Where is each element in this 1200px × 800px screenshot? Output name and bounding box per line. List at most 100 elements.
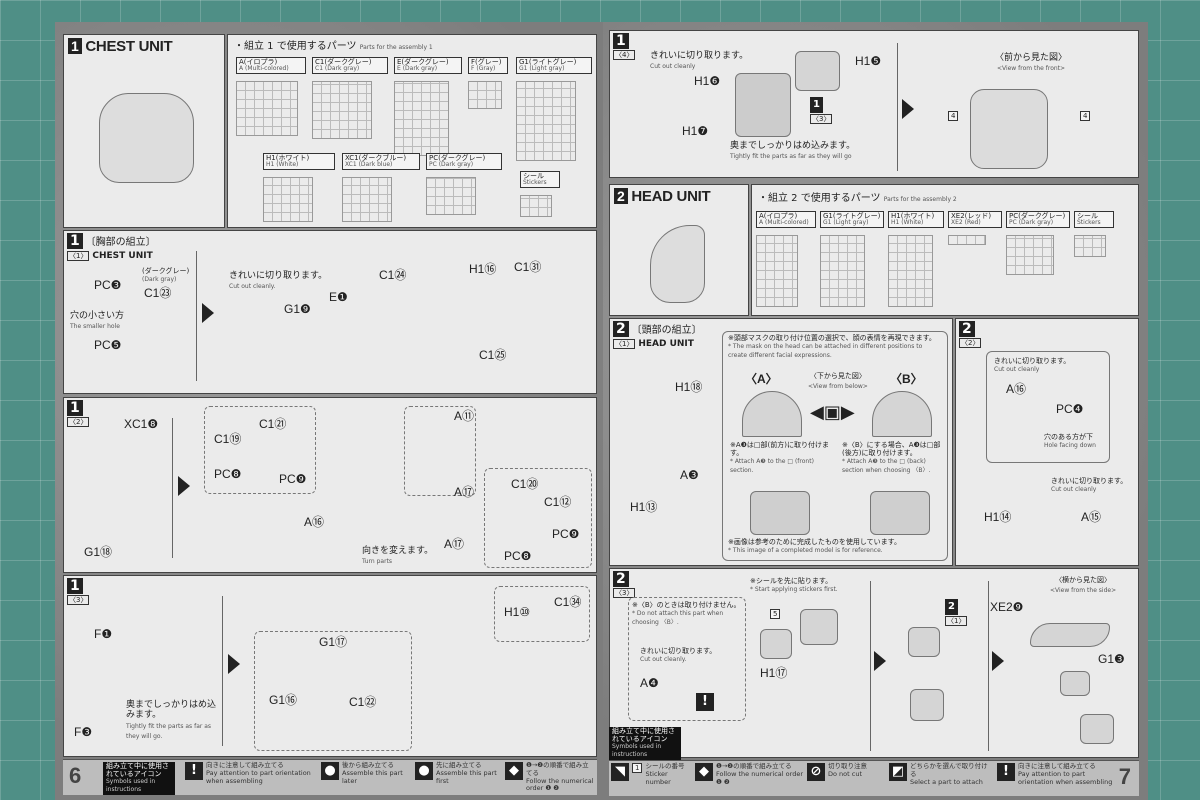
sticker-number: 1 — [632, 763, 643, 774]
legend-text-en: Pay attention to part orientation when a… — [206, 768, 311, 785]
substep: 〈3〉 — [67, 595, 90, 606]
legend-text-jp: 先に組み立てる — [436, 761, 482, 769]
ref-step: 2 — [945, 599, 958, 615]
chest-unit-illustration — [99, 93, 194, 183]
part-label: H1⑭ — [984, 510, 1012, 524]
part-label: C1㉔ — [379, 268, 407, 282]
step-2-3-panel: 2〈3〉 ※〈B〉のときは取り付けません。* Do not attach thi… — [609, 568, 1139, 758]
next-arrow-icon — [202, 303, 214, 323]
antenna-part — [1030, 623, 1110, 647]
part-illustration — [1060, 671, 1090, 696]
runner-label: H1(ホワイト)H1 (White) — [888, 211, 944, 228]
part-label: H1⑯ — [469, 262, 497, 276]
subassembly-box — [484, 468, 592, 568]
expression-option-box — [722, 331, 948, 561]
legend-text-jp: 切り取り注意 — [828, 762, 867, 770]
runner-name-en: Stickers — [1077, 219, 1101, 227]
legend-text-jp: どちらかを選んで取り付ける — [910, 762, 988, 778]
cut-note: きれいに切り取ります。Cut out cleanly — [1051, 477, 1128, 494]
chest-parts-box: ・組立 1 で使用するパーツ Parts for the assembly 1 … — [227, 34, 597, 228]
part-illustration — [800, 609, 838, 645]
runner-name-en: PC (Dark gray) — [429, 161, 474, 169]
ref-substep: 〈3〉 — [810, 114, 833, 125]
runner-sprue — [756, 235, 798, 307]
step-number: 1 — [67, 400, 83, 416]
part-label: C1㉛ — [514, 260, 542, 274]
option-b-view — [872, 391, 932, 437]
cut-note: きれいに切り取ります。Cut out cleanly — [650, 51, 749, 71]
step-title-en: CHEST UNIT — [92, 251, 153, 261]
part-label: G1❸ — [1098, 652, 1125, 666]
part-label: A⑪ — [454, 409, 475, 423]
next-arrow-icon — [902, 99, 914, 119]
page-number: 7 — [1118, 764, 1131, 789]
legend-text-en: Sticker number — [645, 769, 671, 786]
part-label: PC❽ — [214, 467, 242, 481]
legend-text-en: Select a part to attach — [910, 777, 983, 786]
runner-name-jp: シール — [523, 172, 544, 180]
exclamation-icon: ! — [696, 693, 714, 711]
assemble-later-icon: ● — [321, 762, 339, 780]
part-label: XE2❾ — [990, 600, 1024, 614]
turn-note: 向きを変えます。Turn parts — [362, 546, 434, 566]
runner-label: H1(ホワイト)H1 (White) — [263, 153, 335, 170]
left-page: 1 CHEST UNIT ・組立 1 で使用するパーツ Parts for th… — [55, 22, 603, 800]
substep: 〈4〉 — [613, 50, 636, 61]
view-caption: 〈下から見た図〉<View from below> — [808, 372, 868, 391]
part-label: G1⑯ — [269, 693, 298, 707]
chest-front-view — [970, 89, 1048, 169]
option-b-photo — [870, 491, 930, 535]
part-label: PC❹ — [1056, 402, 1084, 416]
part-label: C1㉕ — [479, 348, 507, 362]
divider — [172, 418, 173, 558]
part-label: A⑯ — [304, 515, 325, 529]
runner-name-jp: C1(ダークグレー) — [315, 58, 372, 66]
step-number: 1 — [68, 38, 82, 54]
substep: 〈2〉 — [959, 338, 982, 349]
runner-label: XC1(ダークブルー)XC1 (Dark blue) — [342, 153, 420, 170]
part-label: A⑮ — [1081, 510, 1102, 524]
option-a-note: ※A❸は□部(前方)に取り付けます。* Attach A❸ to the □ (… — [730, 441, 830, 474]
runner-name-en: G1 (Light gray) — [823, 219, 869, 227]
runner-sprue — [342, 177, 392, 222]
next-arrow-icon — [228, 654, 240, 674]
runner-sprue — [394, 81, 449, 156]
substep: 〈1〉 — [67, 251, 90, 262]
part-label: F❶ — [94, 627, 113, 641]
part-label: PC❾ — [279, 472, 307, 486]
step-title-en: HEAD UNIT — [638, 339, 694, 349]
part-label: H1❺ — [855, 54, 882, 68]
runner-name-en: A (Multi-colored) — [759, 219, 809, 227]
runner-name-en: XE2 (Red) — [951, 219, 981, 227]
parts-heading: ・組立 1 で使用するパーツ — [234, 41, 357, 52]
subassembly-box — [254, 631, 412, 751]
page-number: 6 — [69, 763, 82, 788]
parts-heading-en: Parts for the assembly 1 — [359, 44, 433, 51]
runner-name-jp: G1(ライトグレー) — [519, 58, 577, 66]
step-number: 2 — [959, 321, 975, 337]
sticker-number: 4 — [1080, 111, 1091, 122]
part-label: H1⑰ — [760, 666, 788, 680]
runner-name-en: H1 (White) — [266, 161, 299, 169]
legend-text-jp: ❶→❷の順番で組み立てる — [716, 762, 792, 770]
runner-name-en: PC (Dark gray) — [1009, 219, 1054, 227]
legend-text-en: Assemble this part later — [342, 768, 403, 785]
runner-name-jp: XC1(ダークブルー) — [345, 154, 407, 162]
part-label: A⑰ — [444, 537, 465, 551]
step-number: 2 — [614, 188, 628, 204]
runner-sprue — [820, 235, 865, 307]
cut-note: きれいに切り取ります。Cut out cleanly. — [640, 647, 717, 664]
legend-text-en: Assemble this part first — [436, 768, 497, 785]
part-label: C1㉒ — [349, 695, 377, 709]
option-note: ※〈B〉のときは取り付けません。* Do not attach this par… — [632, 601, 741, 626]
option-a-view — [742, 391, 802, 437]
